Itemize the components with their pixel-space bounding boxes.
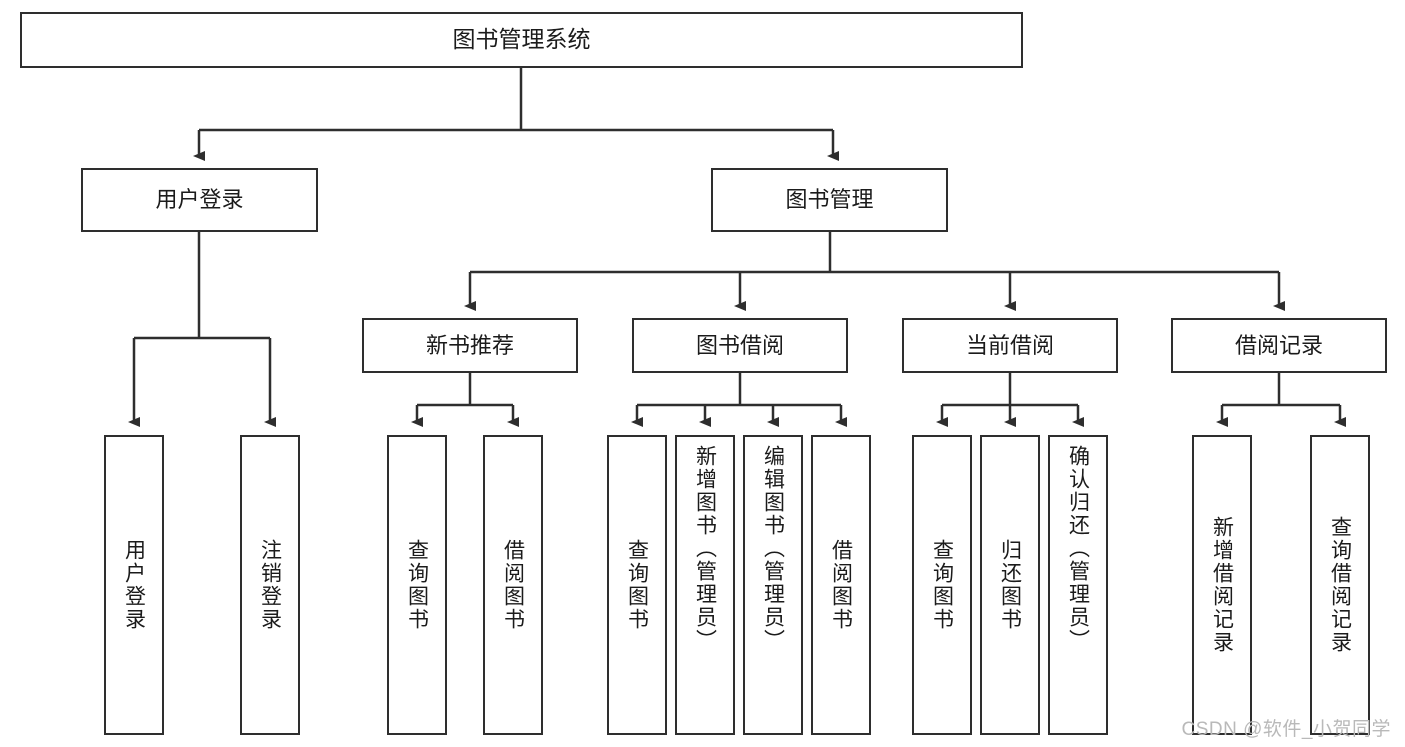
node-label: 借阅图书: [829, 539, 853, 631]
node-user-login[interactable]: 用户登录: [81, 168, 318, 232]
node-book-management[interactable]: 图书管理: [711, 168, 948, 232]
leaf-recommend-query-book[interactable]: 查询图书: [387, 435, 447, 735]
leaf-recommend-borrow-book[interactable]: 借阅图书: [483, 435, 543, 735]
node-root-system[interactable]: 图书管理系统: [20, 12, 1023, 68]
leaf-borrow-borrow-book[interactable]: 借阅图书: [811, 435, 871, 735]
node-label: 用户登录: [122, 539, 146, 631]
leaf-user-login-logout[interactable]: 注销登录: [240, 435, 300, 735]
node-label: 借阅记录: [1234, 332, 1323, 358]
node-borrow-record[interactable]: 借阅记录: [1171, 318, 1387, 373]
node-label: 查询图书: [405, 539, 429, 631]
node-label: 查询借阅记录: [1328, 516, 1352, 654]
node-label: 新增图书（管理员）: [693, 445, 717, 652]
leaf-borrow-edit-book-admin[interactable]: 编辑图书（管理员）: [743, 435, 803, 735]
node-label: 注销登录: [258, 539, 282, 631]
leaf-user-login-login[interactable]: 用户登录: [104, 435, 164, 735]
node-label: 确认归还（管理员）: [1066, 445, 1090, 652]
leaf-current-query-book[interactable]: 查询图书: [912, 435, 972, 735]
node-book-borrow[interactable]: 图书借阅: [632, 318, 848, 373]
node-label: 图书管理: [785, 187, 874, 213]
leaf-record-query-record[interactable]: 查询借阅记录: [1310, 435, 1370, 735]
leaf-current-confirm-return-admin[interactable]: 确认归还（管理员）: [1048, 435, 1108, 735]
leaf-current-return-book[interactable]: 归还图书: [980, 435, 1040, 735]
node-current-borrow[interactable]: 当前借阅: [902, 318, 1118, 373]
csdn-watermark: CSDN @软件_小贺同学: [1181, 719, 1391, 740]
node-label: 新书推荐: [425, 332, 514, 358]
node-label: 用户登录: [155, 187, 244, 213]
node-label: 图书管理系统: [452, 26, 591, 53]
node-label: 图书借阅: [695, 332, 784, 358]
node-new-book-recommend[interactable]: 新书推荐: [362, 318, 578, 373]
node-label: 查询图书: [625, 539, 649, 631]
node-label: 查询图书: [930, 539, 954, 631]
node-label: 借阅图书: [501, 539, 525, 631]
node-label: 编辑图书（管理员）: [761, 445, 785, 652]
node-label: 当前借阅: [965, 332, 1054, 358]
node-label: 归还图书: [998, 539, 1022, 631]
node-label: 新增借阅记录: [1210, 516, 1234, 654]
leaf-borrow-query-book[interactable]: 查询图书: [607, 435, 667, 735]
leaf-record-add-record[interactable]: 新增借阅记录: [1192, 435, 1252, 735]
leaf-borrow-add-book-admin[interactable]: 新增图书（管理员）: [675, 435, 735, 735]
